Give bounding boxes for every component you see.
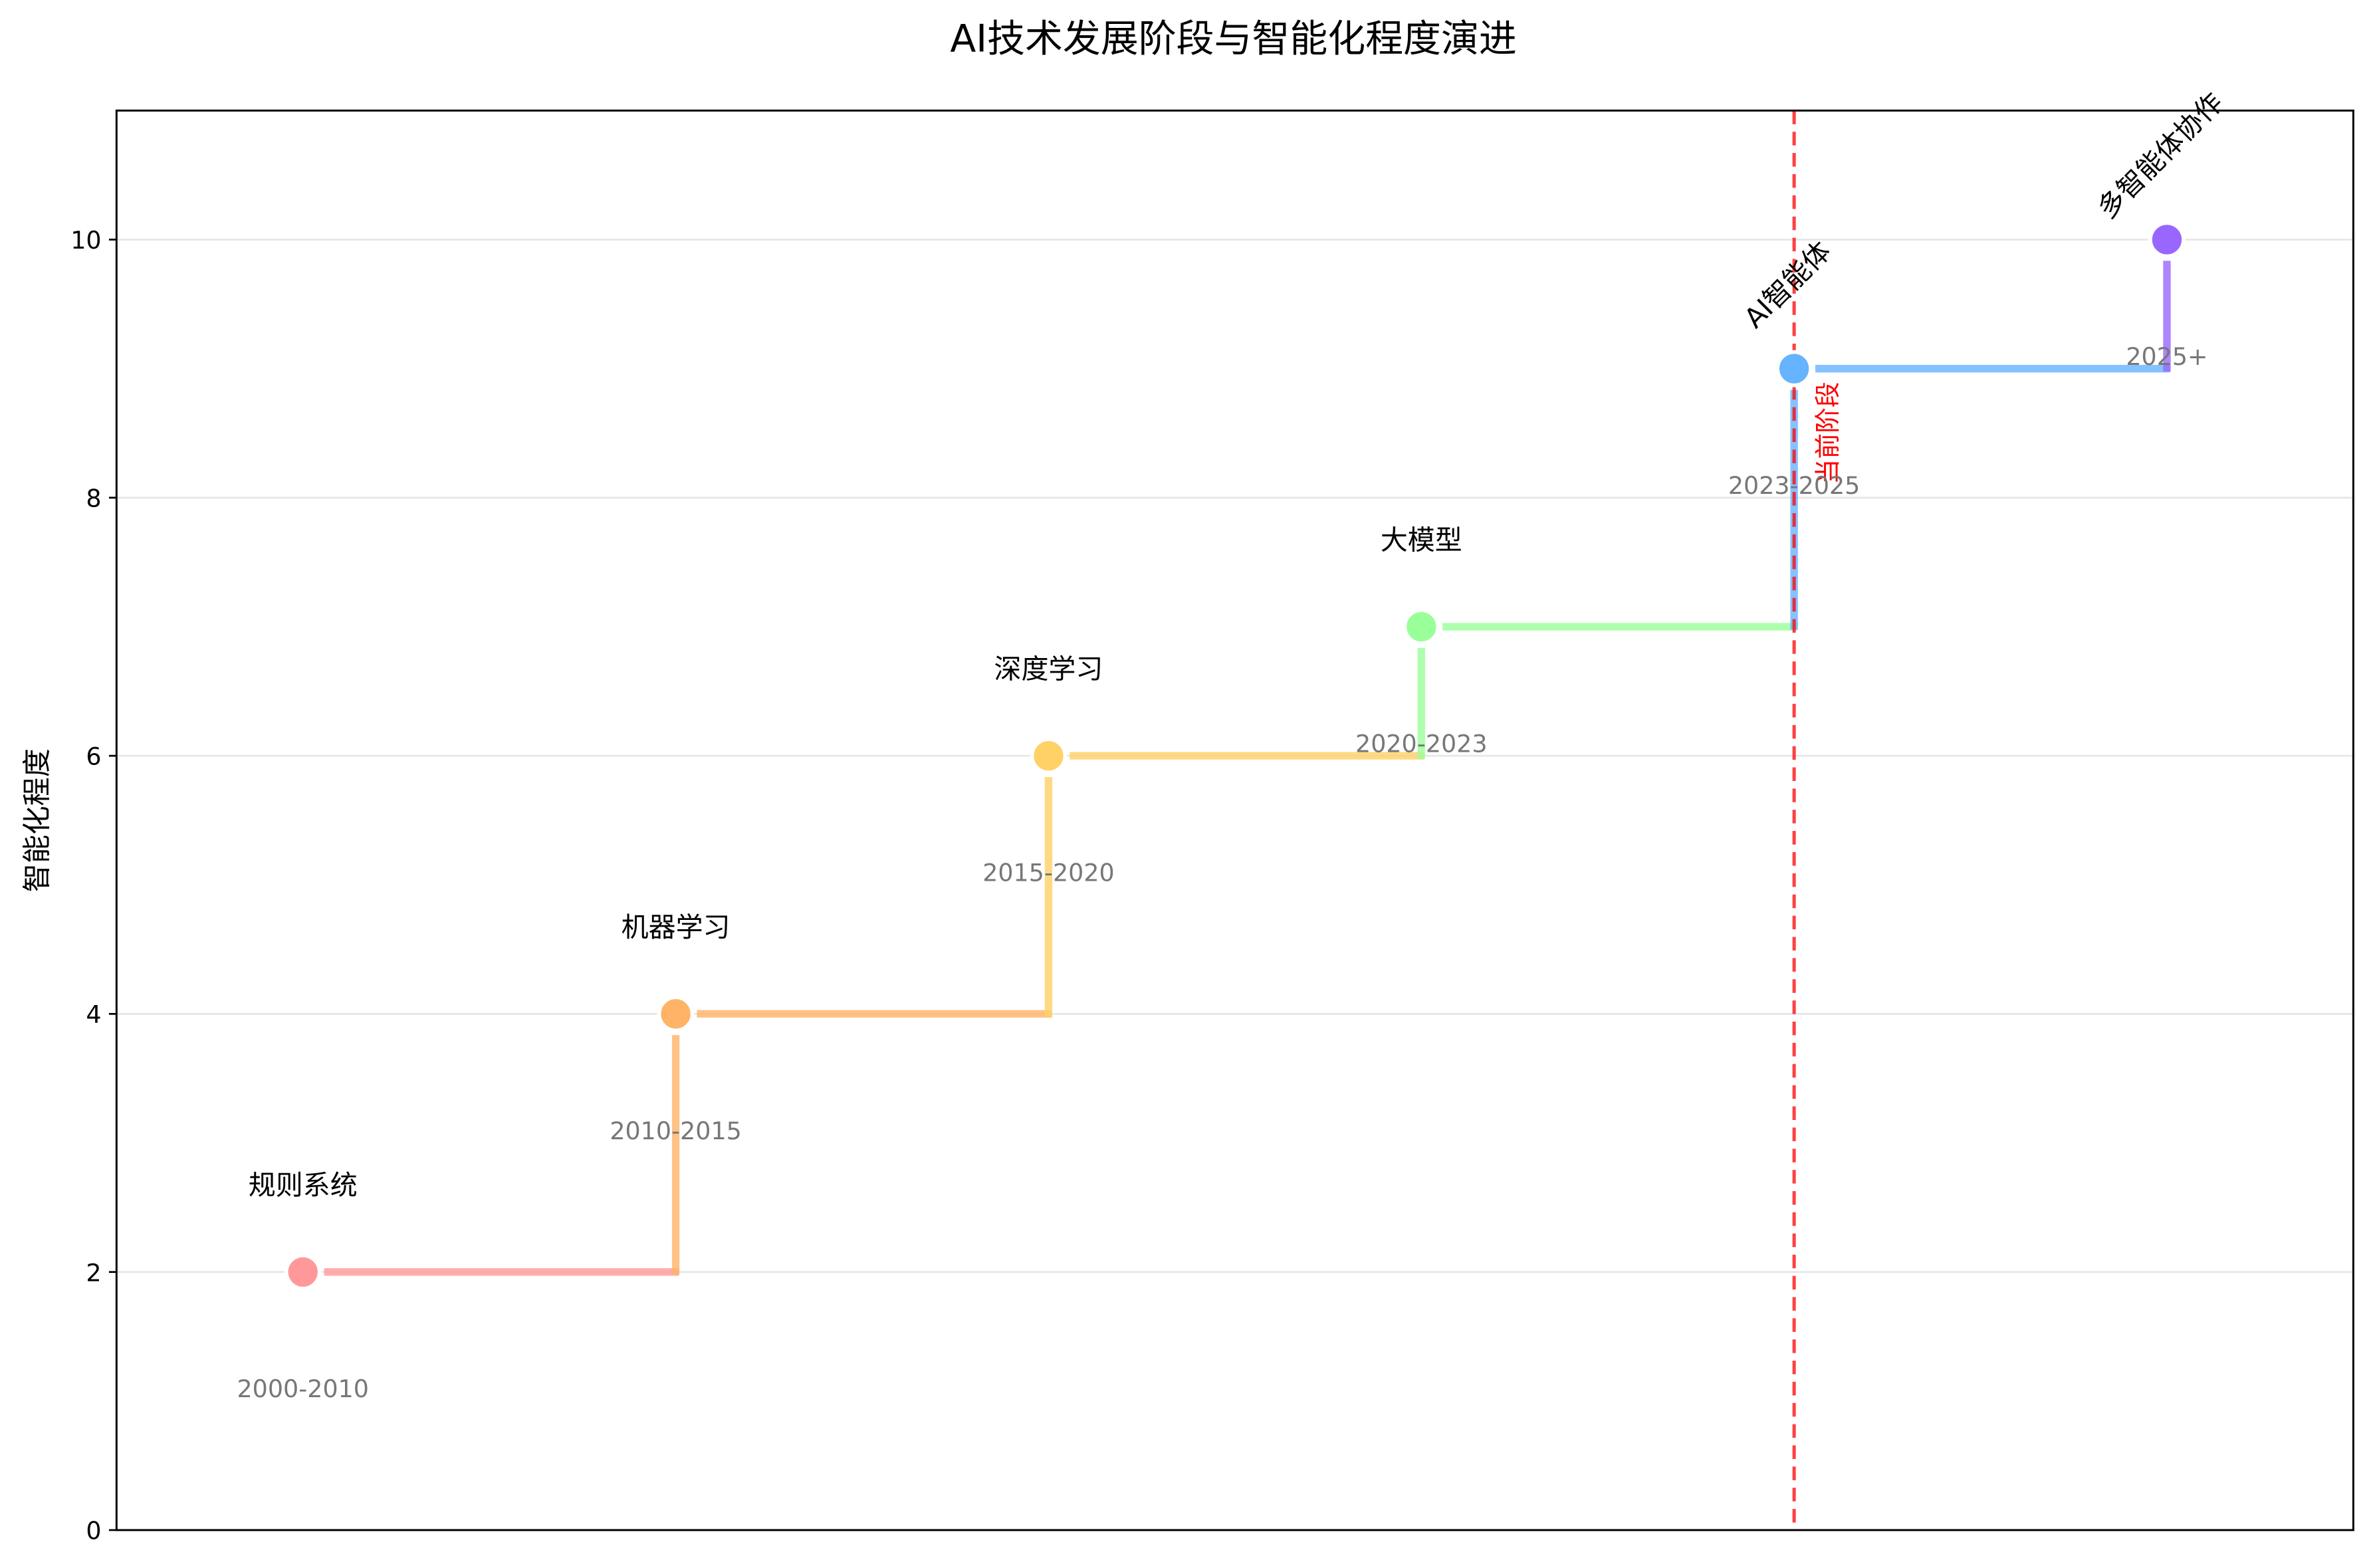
data-point	[1403, 608, 1440, 645]
current-stage-label: 当前阶段	[1813, 382, 1843, 485]
period-label: 2025+	[2126, 342, 2207, 371]
y-tick-label: 0	[86, 1517, 101, 1545]
y-tick-label: 2	[86, 1258, 101, 1287]
plot-frame	[115, 109, 2354, 1531]
period-label: 2000-2010	[237, 1375, 369, 1403]
stage-label: 多智能体协作	[2091, 86, 2229, 225]
data-point	[284, 1253, 322, 1291]
chart-title: AI技术发展阶段与智能化程度演进	[950, 17, 1516, 61]
stage-label: 深度学习	[994, 653, 1103, 685]
period-label: 2023-2025	[1728, 471, 1860, 500]
data-point	[1775, 350, 1813, 388]
stage-label: 机器学习	[622, 911, 731, 943]
data-point	[657, 995, 695, 1033]
stage-label: 大模型	[1381, 524, 1462, 556]
stage-label: AI智能体	[1738, 235, 1837, 334]
y-tick-label: 4	[86, 1000, 101, 1029]
y-axis-label: 智能化程度	[21, 748, 55, 892]
period-label: 2015-2020	[982, 858, 1114, 887]
data-point	[2148, 221, 2186, 259]
y-tick-label: 10	[70, 226, 101, 255]
y-tick-label: 6	[86, 742, 101, 771]
period-label: 2020-2023	[1355, 729, 1487, 758]
stage-label: 规则系统	[249, 1169, 358, 1201]
y-tick-label: 8	[86, 484, 101, 512]
period-label: 2010-2015	[610, 1117, 741, 1145]
data-point	[1030, 737, 1068, 774]
